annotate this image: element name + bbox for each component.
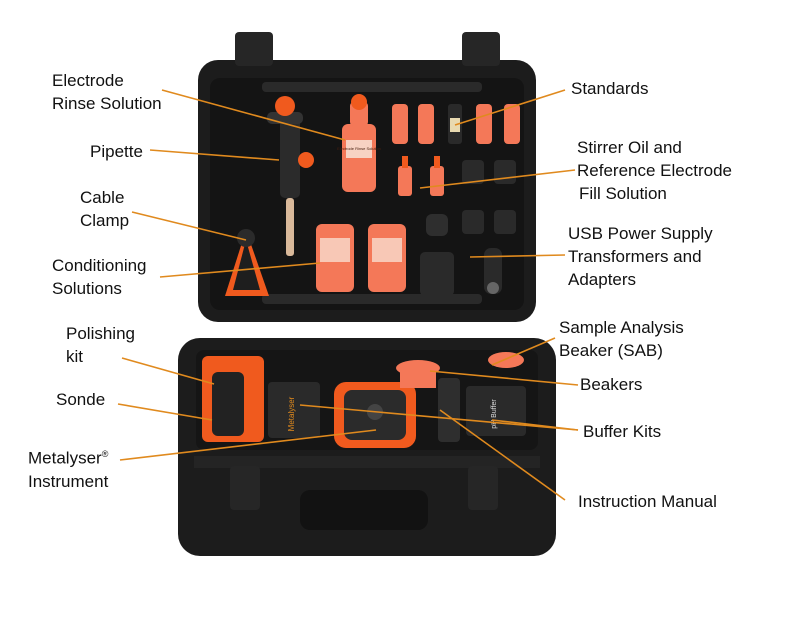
label-standards: Standards [571, 79, 649, 98]
case-handle [300, 490, 428, 530]
instrument-brand-text: Metalyser [287, 396, 296, 431]
lid-latch-right [462, 32, 500, 66]
base-contents: Metalyser pH Buffer [202, 352, 526, 448]
lid-contents: Electrode Rinse Solution [225, 94, 520, 296]
label-metalyser: Metalyser® Instrument [28, 448, 109, 491]
leader-lines [117, 89, 579, 501]
buffer-pack-text: pH Buffer [491, 399, 498, 429]
leader-stirrer-oil [419, 169, 576, 189]
leader-conditioning [159, 262, 321, 278]
cable-clamp [225, 229, 269, 296]
buffer-box-left [268, 382, 320, 438]
case-latch-left [230, 466, 260, 510]
leader-polishing [121, 357, 215, 385]
dropper-bottles [398, 156, 444, 196]
leader-standards [454, 89, 566, 126]
label-beakers: Beakers [580, 375, 643, 394]
power-supply [420, 248, 502, 296]
label-instruction-manual: Instruction Manual [578, 492, 717, 511]
label-sonde: Sonde [56, 390, 106, 409]
label-buffer-kits: Buffer Kits [583, 422, 662, 441]
instruction-manual-item [438, 378, 460, 442]
leader-sonde [117, 403, 213, 421]
leader-buffer-kits [299, 404, 579, 431]
leader-beakers [429, 370, 579, 386]
rinse-bottle: Electrode Rinse Solution [337, 94, 381, 192]
leader-sample-beaker [491, 337, 556, 366]
leader-usb-power [469, 254, 566, 258]
label-polishing: Polishing kit [66, 324, 135, 366]
label-pipette: Pipette [90, 142, 143, 161]
leader-buffer-kits-2 [491, 419, 579, 431]
label-stirrer-oil: Stirrer Oil and Reference Electrode Fill… [577, 138, 732, 203]
label-electrode-rinse: Electrode Rinse Solution [52, 71, 162, 113]
leader-pipette [149, 149, 280, 161]
registered-mark: ® [101, 449, 109, 459]
label-usb-power: USB Power Supply Transformers and Adapte… [568, 224, 713, 289]
label-conditioning: Conditioning Solutions [52, 256, 147, 298]
conditioning-bottles [316, 224, 406, 292]
sonde-item [212, 372, 244, 436]
metalyser-instrument [334, 382, 416, 448]
rinse-bottle-label: Electrode Rinse Solution [337, 146, 381, 151]
leader-cable-clamp [131, 211, 247, 241]
leader-metalyser [119, 429, 377, 461]
leader-electrode-rinse [161, 89, 346, 141]
leader-instruction-manual [439, 409, 566, 501]
case-latch-right [468, 466, 498, 510]
lid-latch-left [235, 32, 273, 66]
label-cable-clamp: Cable Clamp [80, 188, 130, 230]
label-sample-beaker: Sample Analysis Beaker (SAB) [559, 318, 684, 360]
